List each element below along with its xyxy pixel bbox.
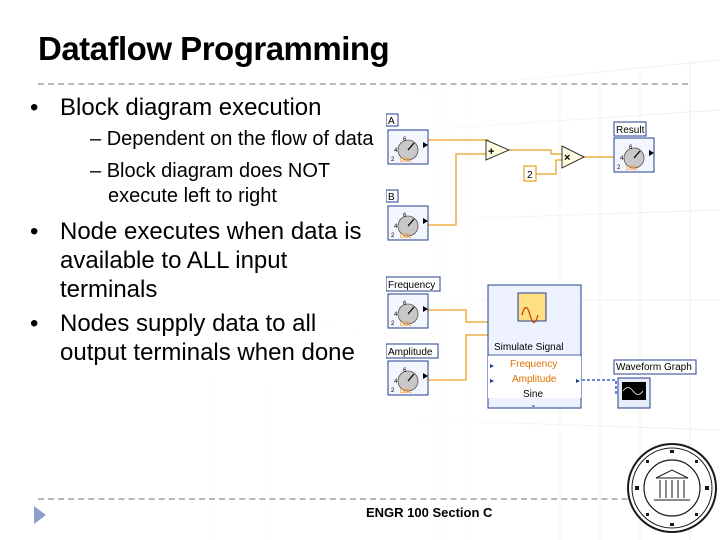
result-label: Result	[616, 125, 645, 136]
amplitude-label-box	[386, 343, 439, 359]
expand-chevron-icon[interactable]: ⌄	[530, 400, 537, 409]
bullet-3-text: Nodes supply data to all output terminal…	[60, 310, 355, 366]
bullet-2-text: Node executes when data is available to …	[60, 218, 362, 303]
dial-mark: 4	[394, 312, 398, 318]
sub-bullet-2-text: Block diagram does NOT execute left to r…	[106, 160, 330, 207]
arrow-icon[interactable]	[33, 505, 47, 525]
frequency-label-box	[386, 276, 441, 292]
sub-bullet-1: – Dependent on the flow of data	[90, 128, 374, 150]
waveform-graph-label-box	[613, 359, 697, 375]
dtype-label: DBL	[400, 322, 412, 328]
dial-mark: 6	[403, 137, 407, 143]
bullet-2: • Node executes when data is available t…	[30, 217, 375, 304]
bullet-1-text: Block diagram execution	[60, 94, 322, 121]
dial-mark: 2	[391, 388, 395, 394]
bullet-dot: •	[30, 310, 39, 337]
simulate-signal-title: Simulate Signal	[494, 342, 563, 353]
dial-mark: 4	[394, 379, 398, 385]
dial-mark: 2	[391, 233, 395, 239]
dial-mark: 4	[620, 156, 624, 162]
bullet-dot: •	[30, 218, 39, 245]
slide-title: Dataflow Programming	[38, 30, 390, 67]
multiply-node-icon[interactable]	[561, 145, 586, 169]
sub-bullet-2: – Block diagram does NOT execute left to…	[90, 160, 330, 207]
amplitude-control-label: Amplitude	[388, 347, 433, 358]
dial-mark: 6	[403, 368, 407, 374]
dial-mark: 2	[391, 321, 395, 327]
bullet-3: • Nodes supply data to all output termin…	[30, 309, 375, 367]
add-node-icon[interactable]	[485, 139, 511, 161]
bullet-1: • Block diagram execution	[30, 93, 375, 122]
mode-sine: Sine	[523, 389, 543, 400]
a-control-label: A	[388, 116, 395, 127]
dial-mark: 6	[629, 145, 633, 151]
dtype-label: DBL	[626, 166, 638, 172]
sub-bullet-1-text: Dependent on the flow of data	[106, 128, 374, 150]
dtype-label: DBL	[400, 234, 412, 240]
waveform-graph-label: Waveform Graph	[616, 362, 692, 373]
footer-divider	[38, 498, 688, 500]
dial-mark: 6	[403, 301, 407, 307]
university-seal-logo	[627, 443, 717, 533]
dial-mark: 2	[391, 157, 395, 163]
dial-mark: 2	[617, 165, 621, 171]
footer-text: ENGR 100 Section C	[366, 505, 493, 520]
dial-mark: 6	[403, 213, 407, 219]
input-amplitude: Amplitude	[512, 374, 557, 385]
dtype-label: DBL	[400, 158, 412, 164]
result-label-box	[613, 121, 647, 137]
bullet-list: • Block diagram execution – Dependent on…	[30, 93, 375, 367]
input-frequency: Frequency	[510, 359, 557, 370]
constant-value: 2	[527, 170, 533, 181]
bullet-dot: •	[30, 94, 39, 121]
add-symbol: +	[488, 146, 494, 158]
signal-generator-icon	[517, 292, 547, 322]
frequency-control-label: Frequency	[388, 280, 435, 291]
title-divider	[38, 83, 688, 85]
a-label-box	[386, 113, 399, 127]
multiply-symbol: ×	[564, 152, 570, 164]
dial-mark: 4	[394, 148, 398, 154]
constant-box[interactable]	[523, 165, 537, 182]
dtype-label: DBL	[400, 389, 412, 395]
b-label-box	[386, 189, 399, 203]
b-control-label: B	[388, 192, 395, 203]
block-diagram: A 6 4 2 DBL B 6 4 2 DBL Frequency 6 4 2 …	[386, 113, 697, 409]
dial-mark: 4	[394, 224, 398, 230]
